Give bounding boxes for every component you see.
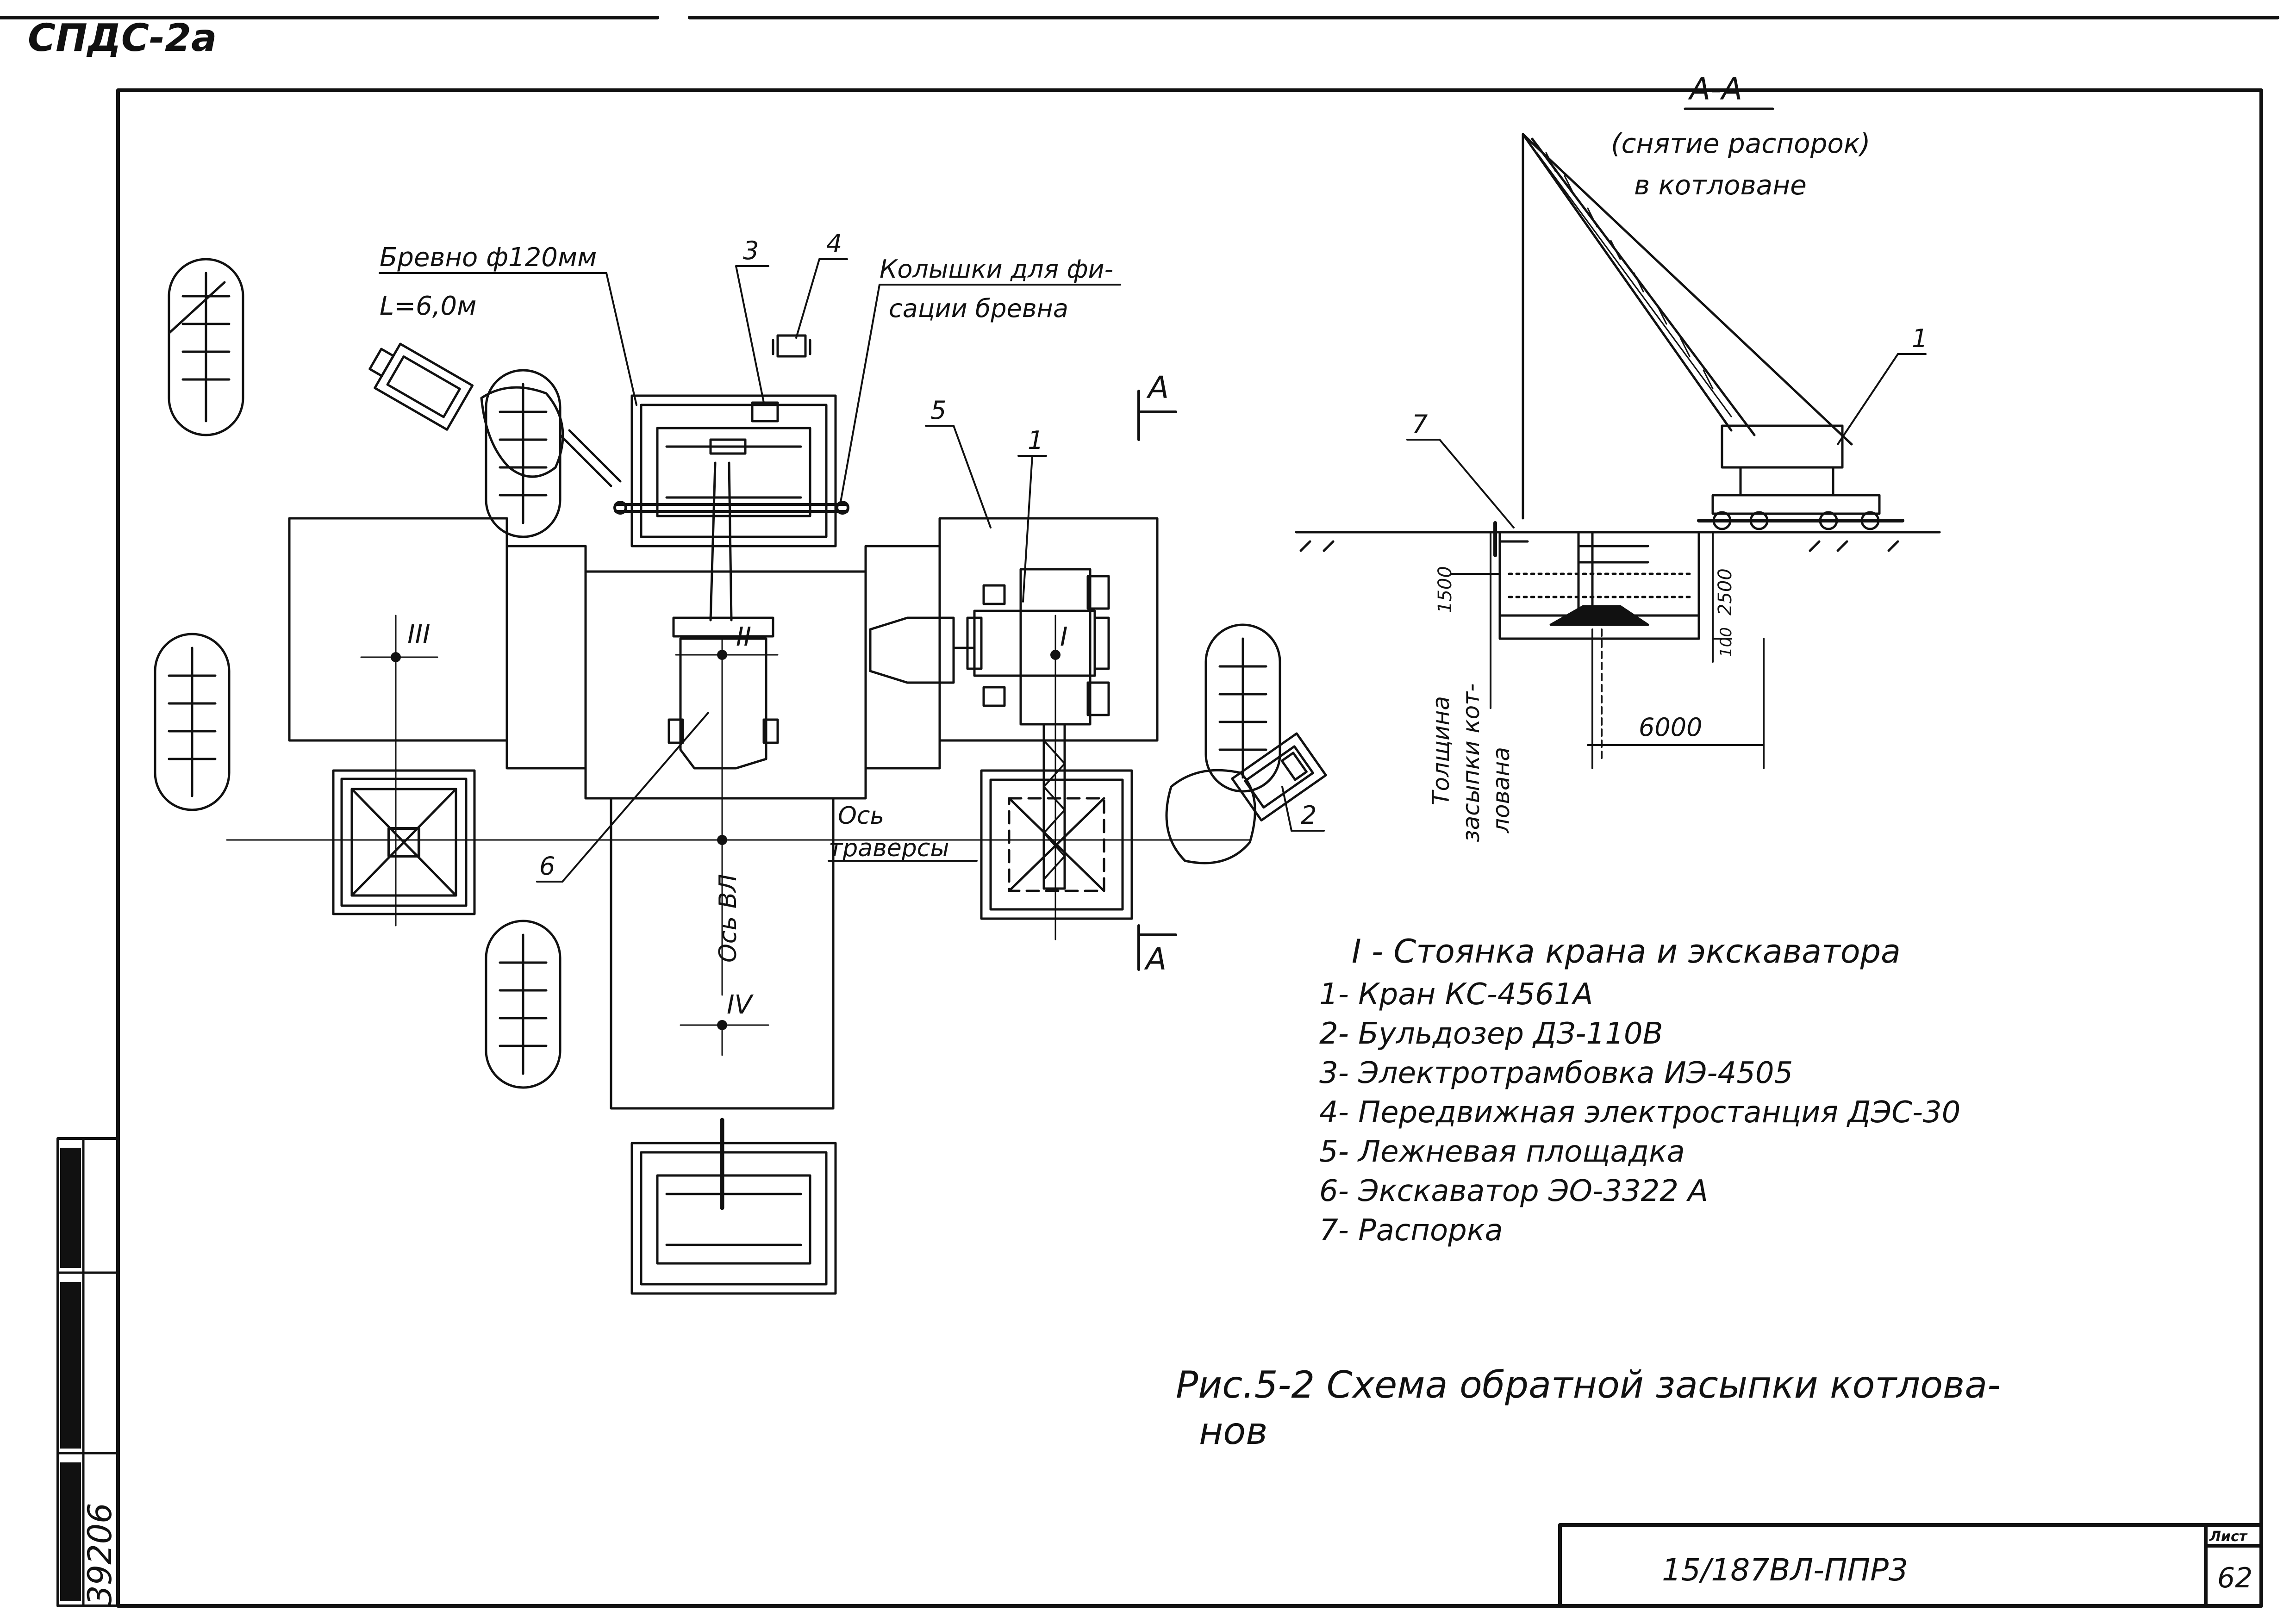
callout-1-section: 1	[1912, 324, 1928, 353]
sheet-frame	[0, 16, 2279, 1608]
backfill-thickness-label: Толщина	[1428, 696, 1454, 805]
mobile-generator	[772, 334, 811, 358]
dimension-1500: 1500	[1435, 566, 1456, 613]
bulldozer-left	[368, 342, 622, 487]
legend-item-i: I - Стоянка крана и экскаватора	[1352, 933, 1901, 970]
plan-view: III II I IV	[154, 229, 1327, 1295]
legend: I - Стоянка крана и экскаватора 1- Кран …	[1319, 933, 1960, 1248]
stamp-top-left: СПДС-2а	[28, 16, 217, 60]
compaction-strip-4	[485, 920, 562, 1089]
backfill-thickness-label-2: засыпки кот-	[1458, 684, 1485, 842]
legend-item-3: 3- Электротрамбовка ИЭ-4505	[1319, 1056, 1793, 1090]
platform-area-i	[938, 517, 1159, 742]
dimension-2500: 2500	[1715, 568, 1736, 616]
crane-plan	[869, 568, 1110, 890]
dimension-100: 100	[1717, 627, 1735, 657]
foundation-pit-left	[332, 769, 476, 915]
foundation-pit-right	[980, 769, 1133, 920]
legend-item-1: 1- Кран КС-4561А	[1319, 977, 1593, 1012]
legend-item-7: 7- Распорка	[1319, 1213, 1503, 1248]
callout-3: 3	[743, 236, 759, 265]
plan-leader-lines	[379, 258, 1325, 883]
callout-6: 6	[539, 852, 555, 881]
traverse-axis-label-2: траверсы	[829, 834, 949, 862]
platform-outlines	[288, 517, 1159, 1110]
crane-section	[1522, 133, 1904, 530]
position-i-label: I	[1060, 622, 1068, 652]
platform-area-iii	[288, 517, 508, 742]
cut-mark-a-bottom: А	[1144, 941, 1167, 977]
section-dimensions	[1450, 531, 1765, 769]
stakes-label-2: сации бревна	[889, 294, 1068, 323]
legend-item-2: 2- Бульдозер ДЗ-110В	[1319, 1017, 1663, 1051]
callout-5: 5	[930, 396, 946, 425]
side-stamp: 39206	[56, 1137, 119, 1607]
cut-mark-a-top: А	[1146, 370, 1169, 405]
document-code: 15/187ВЛ-ППР3	[1662, 1552, 1908, 1588]
section-leader-lines	[1406, 353, 1927, 529]
log-label: Бревно ф120мм	[380, 243, 597, 273]
section-pit	[1493, 521, 1700, 640]
callout-1-plan: 1	[1028, 426, 1043, 455]
section-subtitle: (снятие распорок)	[1611, 128, 1871, 159]
compaction-strip-5	[1204, 623, 1281, 793]
compaction-strip-2	[154, 633, 231, 811]
stakes-label: Колышки для фи-	[880, 255, 1113, 284]
figure-caption: Рис.5-2 Схема обратной засыпки котлова- …	[1176, 1363, 2001, 1453]
legend-item-5: 5- Лежневая площадка	[1319, 1135, 1685, 1169]
log-length-label: L=6,0м	[380, 291, 476, 321]
dimension-6000: 6000	[1639, 713, 1702, 742]
foundation-pit-top	[630, 394, 837, 547]
traverse-axis-label: Ось	[838, 802, 884, 830]
compactor	[751, 401, 779, 423]
compaction-strip-1	[168, 258, 244, 436]
excavator	[668, 461, 779, 770]
caption-line-1: Рис.5-2 Схема обратной засыпки котлова-	[1176, 1363, 2001, 1406]
position-iv-label: IV	[727, 990, 754, 1020]
foundation-pit-bottom	[630, 1118, 837, 1295]
backfill-thickness-label-3: лована	[1488, 747, 1515, 833]
callout-4: 4	[826, 229, 842, 258]
ground-line	[1295, 531, 1941, 552]
section-a-a: А-А (снятие распорок) в котловане	[1295, 71, 1941, 842]
legend-item-4: 4- Передвижная электростанция ДЭС-30	[1319, 1095, 1960, 1130]
legend-item-6: 6- Экскаватор ЭО-3322 А	[1319, 1174, 1708, 1208]
bulldozer-right	[1165, 732, 1327, 864]
section-cut-marks	[1137, 390, 1177, 971]
compaction-strip-3	[485, 369, 562, 538]
vl-axis-label: Ось ВЛ	[714, 874, 742, 963]
position-iii-label: III	[407, 620, 430, 650]
caption-line-2: нов	[1199, 1410, 1267, 1453]
callout-2: 2	[1301, 801, 1316, 830]
section-subtitle-2: в котловане	[1634, 169, 1807, 201]
log-with-stakes	[613, 501, 849, 515]
platform-area-ii	[584, 570, 867, 800]
section-title: А-А	[1688, 71, 1742, 107]
sheet-number: 62	[2217, 1562, 2252, 1594]
sheet-label: Лист	[2209, 1529, 2248, 1545]
callout-7: 7	[1412, 410, 1428, 439]
inventory-number: 39206	[81, 1503, 119, 1606]
